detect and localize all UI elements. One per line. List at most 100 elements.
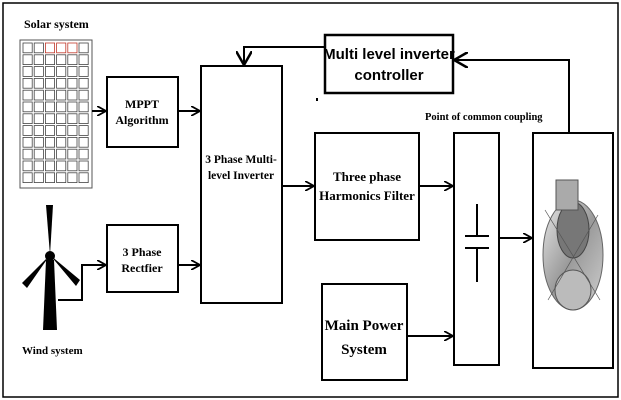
inverter-box xyxy=(200,65,283,304)
rectifier-label-1: 3 Phase xyxy=(123,245,163,259)
mppt-label-2: Algorithm xyxy=(115,113,168,127)
solar-cell xyxy=(33,54,44,65)
solar-cell xyxy=(22,125,33,136)
solar-cell xyxy=(78,42,89,54)
solar-cell xyxy=(56,160,67,172)
solar-cell xyxy=(45,172,56,184)
solar-cell xyxy=(22,160,33,172)
main-power-box xyxy=(321,283,408,381)
solar-cell xyxy=(33,113,44,125)
solar-cell xyxy=(22,42,33,54)
solar-cell xyxy=(78,54,89,65)
solar-cell xyxy=(67,101,78,113)
harmonics-filter-box xyxy=(314,132,420,241)
solar-cell xyxy=(56,89,67,101)
stray-dot xyxy=(316,98,318,101)
solar-cell xyxy=(67,160,78,172)
solar-cell xyxy=(78,125,89,136)
solar-cell xyxy=(56,101,67,113)
main-power-label-2: System xyxy=(341,342,387,358)
connectors xyxy=(58,46,570,336)
solar-cell xyxy=(45,42,56,54)
solar-cell xyxy=(67,136,78,148)
solar-cell xyxy=(78,172,89,184)
solar-cell xyxy=(45,113,56,125)
solar-panel-icon xyxy=(19,39,93,189)
solar-cell xyxy=(45,89,56,101)
inverter-label-1: 3 Phase Multi- xyxy=(205,154,277,166)
solar-cell xyxy=(67,172,78,184)
solar-cell xyxy=(78,113,89,125)
controller-label-1: Multi level inverter xyxy=(323,46,455,63)
solar-cell xyxy=(33,42,44,54)
solar-cell xyxy=(22,113,33,125)
solar-cell xyxy=(22,148,33,160)
solar-cell xyxy=(33,66,44,77)
solar-cell xyxy=(56,113,67,125)
motor-image-icon xyxy=(542,179,604,311)
solar-cell xyxy=(22,78,33,89)
controller-to-inverter-arrow xyxy=(244,46,325,64)
solar-cell xyxy=(78,78,89,89)
solar-cell xyxy=(45,54,56,65)
solar-cell xyxy=(45,78,56,89)
solar-cell xyxy=(33,160,44,172)
solar-cell xyxy=(33,125,44,136)
solar-cell xyxy=(78,66,89,77)
solar-cell xyxy=(56,125,67,136)
solar-cell xyxy=(22,89,33,101)
solar-cell xyxy=(33,78,44,89)
solar-cell xyxy=(45,136,56,148)
main-power-label-1: Main Power xyxy=(325,318,404,334)
solar-cell xyxy=(56,172,67,184)
wind-system-label: Wind system xyxy=(22,345,83,357)
solar-cell xyxy=(22,66,33,77)
solar-cell xyxy=(56,78,67,89)
solar-cell xyxy=(67,42,78,54)
solar-cell xyxy=(22,172,33,184)
filter-label-1: Three phase xyxy=(333,169,401,184)
controller-box xyxy=(323,33,455,95)
solar-cell xyxy=(78,136,89,148)
solar-cell xyxy=(56,42,67,54)
solar-cell xyxy=(45,66,56,77)
solar-cell xyxy=(33,148,44,160)
solar-cell xyxy=(67,66,78,77)
solar-cell xyxy=(22,101,33,113)
capacitor-icon xyxy=(465,204,489,282)
solar-cell xyxy=(56,66,67,77)
solar-cell xyxy=(33,136,44,148)
solar-cell xyxy=(45,101,56,113)
solar-cell xyxy=(45,125,56,136)
solar-cell xyxy=(67,54,78,65)
solar-cell xyxy=(33,89,44,101)
inverter-label-2: level Inverter xyxy=(208,170,274,182)
wind-turbine-icon xyxy=(22,205,80,330)
pcc-label: Point of common coupling xyxy=(425,112,543,123)
solar-cell xyxy=(33,172,44,184)
solar-cell xyxy=(78,101,89,113)
wind-to-rectifier-arrow xyxy=(58,265,105,301)
solar-cell xyxy=(78,89,89,101)
solar-cell xyxy=(78,148,89,160)
solar-cell xyxy=(45,148,56,160)
solar-cell xyxy=(56,136,67,148)
solar-cell xyxy=(33,101,44,113)
mppt-box xyxy=(106,76,179,148)
solar-cell xyxy=(67,148,78,160)
motor-to-controller-arrow xyxy=(455,60,570,133)
rectifier-box xyxy=(106,224,179,293)
solar-cell xyxy=(22,136,33,148)
solar-cell xyxy=(67,78,78,89)
controller-label-2: controller xyxy=(354,67,423,84)
solar-cell xyxy=(67,113,78,125)
solar-cell xyxy=(22,54,33,65)
solar-cell xyxy=(56,54,67,65)
solar-cell xyxy=(56,148,67,160)
solar-cell xyxy=(67,89,78,101)
solar-cell xyxy=(45,160,56,172)
solar-cell xyxy=(78,160,89,172)
